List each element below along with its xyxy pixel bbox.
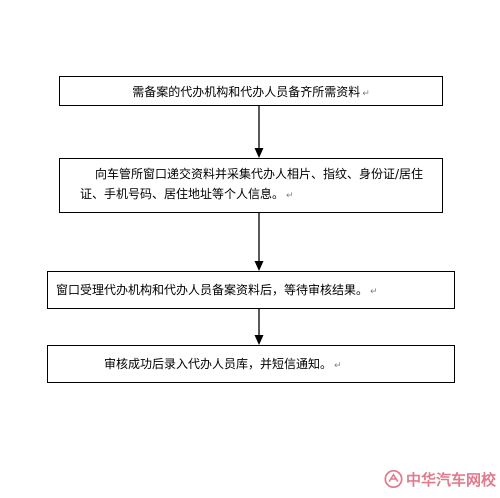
paragraph-mark-icon: ↵ xyxy=(334,361,342,371)
paragraph-mark-icon: ↵ xyxy=(286,191,294,201)
paragraph-mark-icon: ↵ xyxy=(370,287,378,297)
flow-step-2: 向车管所窗口递交资料并采集代办人相片、指纹、身份证/居住证、手机号码、居住地址等… xyxy=(59,158,443,213)
flow-step-1-text: 需备案的代办机构和代办人员备齐所需资料 xyxy=(132,85,361,99)
flow-step-1: 需备案的代办机构和代办人员备齐所需资料↵ xyxy=(59,76,443,106)
arrow-2-to-3 xyxy=(254,213,264,271)
watermark-logo-icon xyxy=(384,469,403,489)
paragraph-mark-icon: ↵ xyxy=(362,89,370,99)
flow-step-3: 窗口受理代办机构和代办人员备案资料后，等待审核结果。↵ xyxy=(47,271,455,309)
watermark: 中华汽车网校 xyxy=(384,465,496,493)
watermark-text: 中华汽车网校 xyxy=(405,470,496,489)
flow-step-4: 审核成功后录入代办人员库，并短信通知。↵ xyxy=(47,345,455,383)
flow-step-4-text: 审核成功后录入代办人员库，并短信通知。 xyxy=(104,357,333,371)
arrow-1-to-2 xyxy=(254,106,264,158)
flow-step-2-text: 向车管所窗口递交资料并采集代办人相片、指纹、身份证/居住证、手机号码、居住地址等… xyxy=(80,167,424,201)
arrow-3-to-4 xyxy=(254,309,264,345)
flow-step-3-text: 窗口受理代办机构和代办人员备案资料后，等待审核结果。 xyxy=(56,283,369,297)
